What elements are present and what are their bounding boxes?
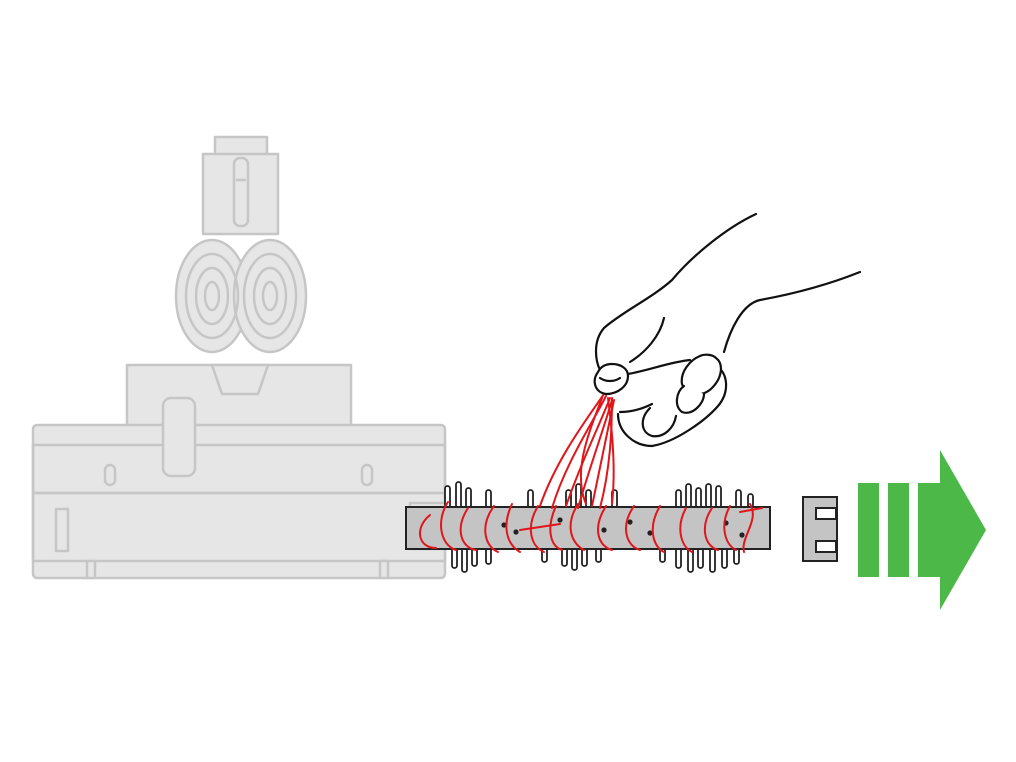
bristles-top-row	[444, 481, 754, 509]
vacuum-cleaner-head-icon	[31, 135, 448, 580]
end-cap-icon	[802, 496, 838, 562]
hand-icon	[593, 212, 862, 448]
pull-out-arrow-icon	[858, 450, 986, 610]
tangled-hair-icon	[419, 393, 763, 553]
